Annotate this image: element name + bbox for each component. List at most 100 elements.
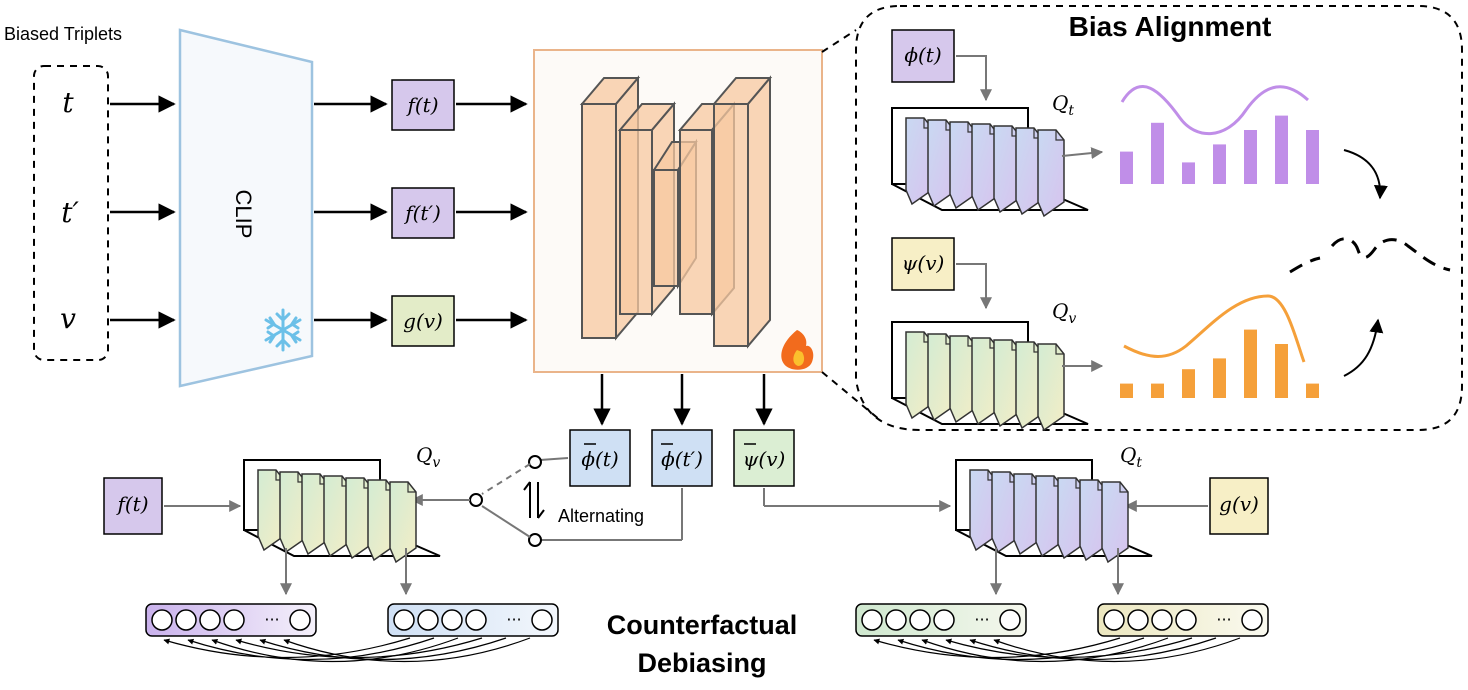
purple-histogram <box>1120 115 1319 184</box>
bias-alignment-title: Bias Alignment <box>1069 11 1272 42</box>
switch-lever-dashed <box>481 463 531 495</box>
orange-histogram-bar-2 <box>1182 369 1195 398</box>
orange-histogram-bar-3 <box>1213 358 1226 398</box>
cf-right-vec-1-node-last <box>999 609 1021 631</box>
cf-left-vec-1-node-last <box>289 609 311 631</box>
purple-histogram-bar-5 <box>1275 115 1288 184</box>
cf-right-arc-4 <box>969 637 1217 661</box>
cf-right-gv-box <box>1209 477 1269 535</box>
cf-right-queue-sheet-6 <box>1101 481 1129 564</box>
cf-left-arc-5 <box>283 637 531 663</box>
network-layers <box>579 75 773 349</box>
purple-histogram-bar-6 <box>1306 130 1319 184</box>
cf-left-queue-sheet-fold-6 <box>407 482 416 493</box>
cf-right-gv-label: g(v) <box>1219 492 1259 516</box>
cf-right-queue-t <box>955 459 1153 564</box>
embedding-vectors: ··· ··· ··· ··· <box>145 603 1269 637</box>
cf-right-arc-5 <box>993 637 1241 663</box>
switch-pivot <box>469 493 483 507</box>
output-psiv-box <box>733 429 795 487</box>
cf-right-arc-3 <box>945 637 1193 659</box>
cf-left-vec-2-node-3 <box>465 609 487 631</box>
purple-histogram-bar-4 <box>1244 130 1257 184</box>
bias-psiv-box <box>891 237 955 291</box>
arrow-orange-aligned <box>1343 318 1384 377</box>
bias-queue-v <box>891 321 1089 432</box>
bias-psiv-label: ψ(v) <box>902 251 945 275</box>
switch-lever <box>481 505 531 538</box>
arrow-queue-t-hist <box>1061 147 1104 160</box>
cf-right-vec-1-node-2 <box>909 609 931 631</box>
orange-histogram-bar-6 <box>1306 383 1319 398</box>
bias-queue-t-sheet-fold-6 <box>1055 130 1064 141</box>
feature-gv-label: g(v) <box>403 309 443 333</box>
bias-queue-v-sheet-fold-6 <box>1055 344 1064 355</box>
feature-gv-box <box>391 295 455 347</box>
cf-right-vec-1-node-0 <box>861 609 883 631</box>
clip-label: CLIP <box>231 190 256 239</box>
cf-left-vec-1-node-3 <box>223 609 245 631</box>
cf-left-vec-1-node-0 <box>151 609 173 631</box>
biased-triplets-label: Biased Triplets <box>4 24 122 44</box>
bias-queue-t-label: Qt <box>1052 91 1074 119</box>
orange-histogram-bar-4 <box>1244 329 1257 398</box>
cf-right-vec-2-node-3 <box>1175 609 1197 631</box>
cf-right-arc-1 <box>897 637 1145 661</box>
switch-contact-bottom <box>528 533 542 547</box>
counterfactual-title-line2: Debiasing <box>637 648 766 678</box>
zoom-line-bottom <box>821 371 881 421</box>
feature-ft-box <box>391 79 455 131</box>
cf-left-vec-2-ellipsis: ··· <box>506 610 521 629</box>
output-phitp-box <box>651 429 713 487</box>
aligned-distribution-curve <box>1289 237 1451 274</box>
cf-right-vec-2-node-0 <box>1103 609 1125 631</box>
arrow-phit-queue <box>956 55 992 102</box>
input-v: v <box>60 302 76 335</box>
bias-queue-v-label: Qv <box>1052 299 1076 327</box>
cf-right-vec-1-node-3 <box>933 609 955 631</box>
bias-queue-t-sheet-6 <box>1037 129 1065 218</box>
cf-right-vec-1-node-1 <box>885 609 907 631</box>
bias-queue-v-sheet-6 <box>1037 343 1065 432</box>
cf-left-arc-2 <box>211 637 459 663</box>
orange-distribution-curve <box>1123 294 1306 363</box>
counterfactual-title-line1: Counterfactual <box>607 610 798 640</box>
cf-right-arc-0 <box>873 637 1121 659</box>
switch-contact-top <box>528 455 542 469</box>
cf-left-vec-2-node-0 <box>393 609 415 631</box>
feature-ftp-label: f(t′) <box>403 201 441 225</box>
output-phitp-label: ϕ(t′) <box>661 447 703 471</box>
output-phit-label: ϕ(t) <box>581 447 618 471</box>
cf-left-arc-0 <box>163 637 411 659</box>
purple-histogram-bar-3 <box>1213 144 1226 184</box>
bias-queue-t <box>891 107 1089 218</box>
bias-phit-box <box>891 29 955 83</box>
cf-left-vec-1-node-2 <box>199 609 221 631</box>
snowflake-icon <box>264 308 302 352</box>
output-phit-box <box>569 429 631 487</box>
cf-left-queue-sheet-6 <box>389 481 417 564</box>
cf-left-ft-label: f(t) <box>115 492 148 516</box>
arrow-psiv-queue <box>956 263 992 310</box>
cf-left-vec-2-node-last <box>531 609 553 631</box>
bias-alignment-panel <box>855 5 1463 431</box>
arrow-purple-aligned <box>1343 149 1388 200</box>
cf-left-queue-v <box>243 459 441 564</box>
cf-left-arc-1 <box>187 637 435 661</box>
cf-right-vec-1-ellipsis: ··· <box>974 610 989 629</box>
cf-left-vec-2-node-2 <box>441 609 463 631</box>
cf-right-vec-2-node-last <box>1241 609 1263 631</box>
cf-left-vec-1-ellipsis: ··· <box>264 610 279 629</box>
purple-histogram-bar-1 <box>1151 122 1164 184</box>
matching-arcs <box>163 637 1241 663</box>
purple-histogram-bar-0 <box>1120 151 1133 184</box>
cf-right-vec-2-ellipsis: ··· <box>1216 610 1231 629</box>
alternating-arrows-icon <box>523 481 545 519</box>
input-t: t <box>62 86 74 119</box>
cf-right-arc-2 <box>921 637 1169 663</box>
alternating-label: Alternating <box>558 506 644 526</box>
cf-left-vec-1-node-1 <box>175 609 197 631</box>
input-t-prime: t′ <box>61 196 79 229</box>
cf-left-vec-2-node-1 <box>417 609 439 631</box>
